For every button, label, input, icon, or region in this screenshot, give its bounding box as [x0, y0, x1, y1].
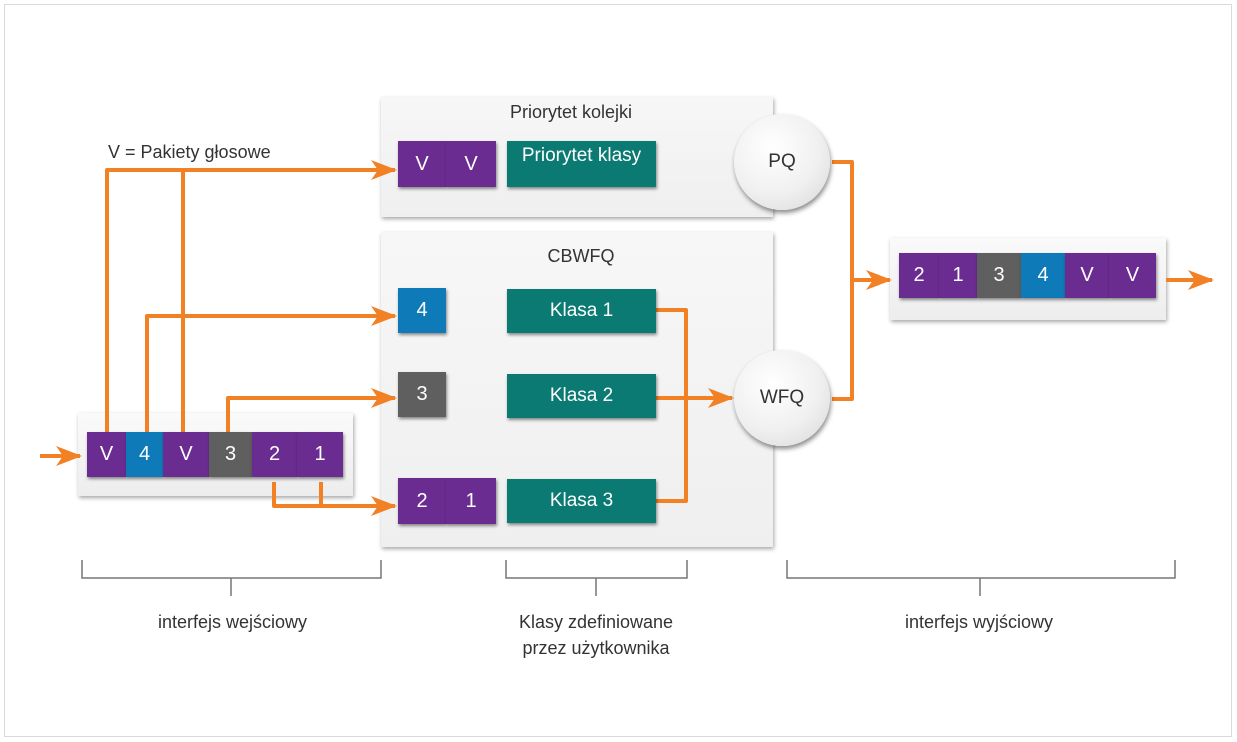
input-interface-label: interfejs wejściowy: [157, 612, 308, 632]
input-packet: 1: [297, 432, 343, 477]
input-packet: 4: [126, 432, 163, 477]
schedulers-to-output: [832, 160, 854, 401]
class1-box: Klasa 1: [507, 289, 656, 333]
class3-box: Klasa 3: [507, 479, 656, 523]
output-interface-label: interfejs wyjściowy: [904, 612, 1054, 632]
diagram-frame: [4, 4, 1232, 737]
user-classes-label-line1: Klasy zdefiniowane: [518, 612, 674, 632]
input-packet: 3: [209, 432, 252, 477]
priority-packet: V: [398, 141, 446, 187]
priority-panel-title: Priorytet kolejki: [509, 102, 633, 122]
output-packet: V: [1065, 253, 1109, 298]
voice-arrow: [105, 160, 397, 432]
class1-arrow: [145, 306, 397, 432]
class2-packet: 3: [398, 372, 446, 417]
class1-packet: 4: [398, 288, 446, 333]
class2-box: Klasa 2: [507, 374, 656, 418]
class3-packet: 1: [446, 478, 496, 524]
priority-class-box: Priorytet klasy: [507, 141, 656, 187]
output-packet: 3: [977, 253, 1021, 298]
class2-arrow: [226, 388, 397, 432]
classes-bracket: [505, 560, 688, 596]
cbwfq-panel-title: CBWFQ: [547, 246, 615, 266]
class3-arrow: [272, 482, 397, 516]
output-packet: 2: [899, 253, 939, 298]
class3-packet: 2: [398, 478, 446, 524]
wfq-scheduler: WFQ: [734, 350, 830, 446]
input-packet: 2: [252, 432, 297, 477]
class1-to-wfq: [656, 308, 688, 503]
input-bracket: [81, 560, 382, 596]
output-packet: 1: [939, 253, 977, 298]
priority-packet: V: [446, 141, 496, 187]
user-classes-label-line2: przez użytkownika: [522, 638, 670, 658]
output-packet: V: [1109, 253, 1156, 298]
output-packet: 4: [1021, 253, 1065, 298]
input-packet: V: [163, 432, 209, 477]
output-bracket: [786, 560, 1176, 596]
pq-scheduler: PQ: [734, 114, 830, 210]
input-packet: V: [87, 432, 126, 477]
legend-text: V = Pakiety głosowe: [108, 142, 271, 162]
